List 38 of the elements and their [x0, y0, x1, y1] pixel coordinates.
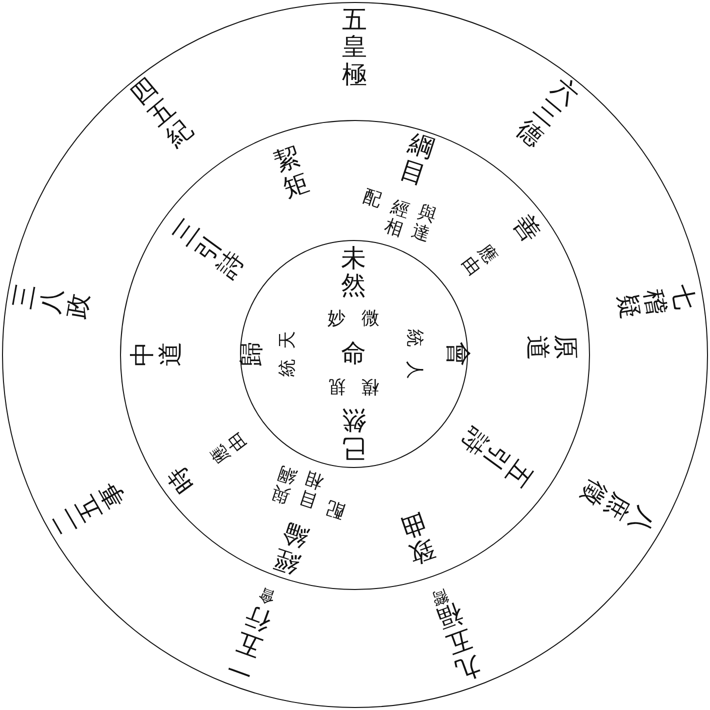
annotation-text: 應由	[457, 241, 500, 280]
radial-label: 四五紀	[126, 73, 198, 152]
radial-label: 中道	[130, 342, 184, 366]
center-label: 未然	[341, 245, 366, 300]
annotation-text: 統	[278, 358, 298, 376]
radial-label: 七稽疑	[612, 282, 698, 321]
radial-label: 時	[163, 461, 200, 498]
annotation-text: 規	[328, 376, 346, 396]
center-label: 歸	[238, 341, 266, 366]
radial-label: 二五事	[46, 476, 131, 540]
center-label: 已然	[341, 406, 366, 461]
radial-label: 三八政	[9, 282, 95, 321]
annotation-text: 妙	[328, 308, 346, 328]
radial-label: 八庶徵	[574, 474, 659, 538]
annotation-text: 會	[256, 584, 278, 606]
annotation-text: 天	[278, 330, 298, 348]
radial-label: 絜矩	[271, 143, 313, 204]
annotation-text: 配	[324, 496, 348, 522]
radial-label: 經綸	[270, 518, 312, 578]
annotation-text: 模	[361, 376, 379, 396]
center-label: 會	[442, 341, 470, 366]
radial-label: 原道	[522, 334, 579, 361]
annotation-text: 與綱	[268, 462, 298, 506]
annotation-text: 統	[404, 328, 424, 346]
radial-label: 五引詩	[456, 423, 538, 492]
annotation-text: 經相	[382, 197, 412, 240]
radial-label: 善	[508, 210, 545, 247]
radial-label: 六三德	[510, 73, 583, 152]
annotation-text: 與達	[410, 202, 440, 246]
radial-label: 致曲	[396, 508, 438, 568]
annotation-text: 應由	[208, 428, 251, 467]
annotation-text: 微	[362, 308, 380, 328]
annotation-text: 人	[404, 360, 424, 378]
center-label: 命	[341, 340, 366, 368]
radial-label: 五皇極	[342, 6, 367, 89]
radial-label: 三引詩	[168, 214, 250, 284]
radial-label: 綱目	[396, 130, 438, 190]
annotation-text: 配	[360, 186, 384, 212]
